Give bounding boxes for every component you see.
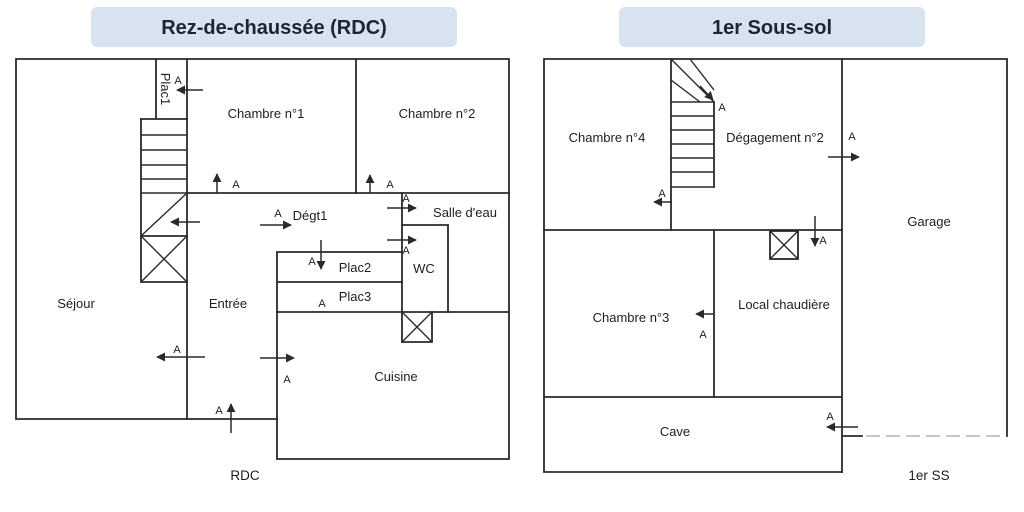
staircase-outline — [140, 118, 188, 283]
plac1-wall — [140, 58, 188, 120]
room-label-local-chaudiere: Local chaudière — [738, 297, 830, 312]
access-marker: A — [402, 193, 410, 205]
room-label-plac2: Plac2 — [339, 260, 372, 275]
rdc-title: Rez-de-chaussée (RDC) — [161, 17, 387, 39]
sous-sol-outer-wall — [543, 58, 1008, 473]
access-marker: A — [826, 411, 834, 423]
staircase-winders — [670, 58, 715, 103]
staircase-steps — [671, 101, 714, 188]
access-marker: A — [318, 298, 326, 310]
access-marker: A — [402, 245, 410, 257]
room-label-wc: WC — [413, 261, 435, 276]
access-marker: A — [274, 208, 282, 220]
sous-sol-title: 1er Sous-sol — [712, 17, 832, 39]
access-marker: A — [658, 188, 666, 200]
room-label-garage: Garage — [907, 214, 950, 229]
shaft-box — [769, 230, 799, 260]
wc-shaft-cross-icon — [401, 311, 433, 343]
rdc-staircase — [140, 118, 188, 283]
access-marker: A — [173, 344, 181, 356]
access-marker: A — [848, 131, 856, 143]
room-label-cuisine: Cuisine — [374, 369, 417, 384]
room-label-cave: Cave — [660, 424, 690, 439]
room-label-sejour: Séjour — [57, 296, 95, 311]
room-label-chambre-4: Chambre n°4 — [569, 130, 646, 145]
access-arrow — [699, 85, 714, 101]
rdc-title-box: Rez-de-chaussée (RDC) — [91, 7, 457, 47]
access-marker: A — [699, 329, 707, 341]
garage-wall — [841, 58, 863, 473]
sous-sol-staircase — [670, 58, 715, 188]
staircase-diagonal — [140, 192, 188, 237]
access-marker: A — [232, 179, 240, 191]
placards-wall — [276, 251, 403, 420]
shaft-cross — [769, 230, 799, 260]
sous-sol-title-box: 1er Sous-sol — [619, 7, 925, 47]
rdc-plan: Séjour Plac1 Chambre n°1 Chambre n°2 Dég… — [15, 58, 510, 483]
access-marker: A — [215, 405, 223, 417]
access-marker: A — [174, 75, 182, 87]
room-label-chambre-3: Chambre n°3 — [593, 310, 670, 325]
room-label-plac3: Plac3 — [339, 289, 372, 304]
access-marker: A — [308, 256, 316, 268]
room-label-entree: Entrée — [209, 296, 247, 311]
staircase-steps — [141, 134, 187, 194]
room-label-degt1: Dégt1 — [293, 208, 328, 223]
room-label-chambre-1: Chambre n°1 — [228, 106, 305, 121]
sous-sol-shaft-cross-icon — [769, 230, 799, 260]
shaft-cross — [401, 311, 433, 343]
access-marker: A — [386, 179, 394, 191]
rdc-shaft-cross-icon — [140, 235, 188, 283]
room-label-plac1: Plac1 — [158, 73, 173, 106]
access-marker: A — [283, 374, 291, 386]
access-marker: A — [718, 102, 726, 114]
access-marker: A — [819, 235, 827, 247]
shaft-cross — [140, 235, 188, 283]
room-label-salle-eau: Salle d'eau — [433, 205, 497, 220]
rdc-floor-label: RDC — [230, 468, 259, 483]
sous-sol-title-background — [619, 7, 925, 47]
room-label-degagement-2: Dégagement n°2 — [726, 130, 824, 145]
wc-wall — [401, 224, 449, 313]
rdc-title-background — [91, 7, 457, 47]
rdc-outer-wall — [15, 58, 510, 460]
room-label-chambre-2: Chambre n°2 — [399, 106, 476, 121]
sous-sol-floor-label: 1er SS — [908, 468, 949, 483]
sous-sol-plan: Chambre n°4 Dégagement n°2 Garage Chambr… — [543, 58, 1008, 483]
